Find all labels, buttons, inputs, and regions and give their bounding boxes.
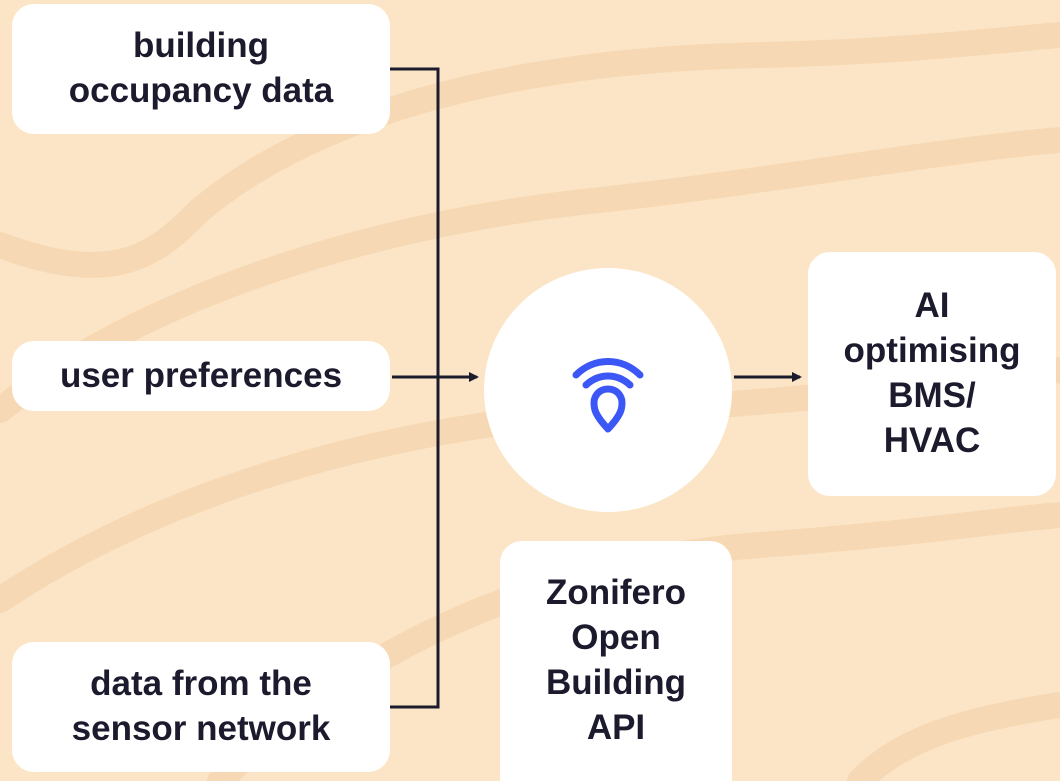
input-sensor-network-label: data from the sensor network [71, 664, 331, 748]
output-label: AI optimising BMS/ HVAC [843, 286, 1021, 460]
input-user-preferences: user preferences [12, 341, 390, 411]
api-label-card: Zonifero Open Building API [500, 541, 732, 781]
input-user-preferences-label: user preferences [59, 355, 343, 395]
input-building-occupancy-data: building occupancy data [12, 4, 390, 134]
input-building-occupancy-label: building occupancy data [68, 26, 334, 110]
output-ai-optimising-bms-hvac: AI optimising BMS/ HVAC [808, 252, 1056, 496]
wifi-location-icon [572, 358, 644, 433]
input-sensor-network-data: data from the sensor network [12, 642, 390, 772]
api-label: Zonifero Open Building API [546, 573, 686, 747]
api-hub-circle [484, 268, 732, 512]
